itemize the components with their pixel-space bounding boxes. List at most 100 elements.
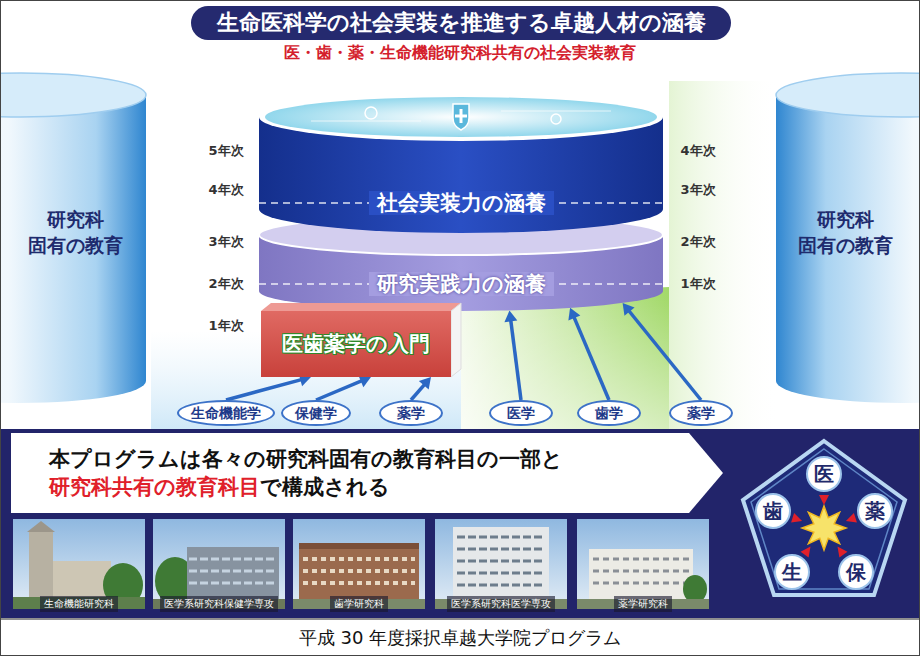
- program-text: 本プログラムは各々の研究科固有の教育科目の一部と: [49, 447, 563, 471]
- node-label-area: 薬学: [671, 402, 731, 424]
- navy-band: [1, 429, 920, 618]
- node-text: 保健学: [295, 405, 337, 421]
- cylinder-body: [776, 95, 920, 403]
- flow-arrow: [623, 303, 701, 400]
- label-box: 医学系研究科医学専攻: [435, 592, 567, 612]
- node-text: 生: [782, 560, 802, 584]
- photo-caption: 医学系研究科医学専攻: [447, 596, 555, 612]
- node-text: 歯: [763, 499, 783, 523]
- field-oval: 薬学: [669, 400, 733, 426]
- arrow-shape: [11, 433, 723, 513]
- node-label-area: 歯学: [579, 402, 639, 424]
- school-circle: 薬: [857, 493, 893, 529]
- text-line: 医: [814, 464, 834, 485]
- convergence-arrows: [791, 495, 857, 558]
- block-top: [261, 303, 461, 311]
- text-line: 保健学: [295, 403, 337, 423]
- text-line: 社会実装力の涵養: [259, 189, 663, 217]
- arrow-shaft: [316, 380, 363, 400]
- text-line: 医歯薬学の入門: [261, 330, 451, 358]
- tech-icon: [365, 107, 377, 119]
- node-label-area: 研究科 固有の教育: [1, 207, 151, 258]
- label-box: 3年次: [201, 231, 251, 251]
- node-label-area: 医歯薬学の入門: [261, 330, 451, 358]
- text-line: 生命機能学: [191, 403, 261, 423]
- tech-icon: [551, 114, 561, 124]
- disk-top-image: [265, 97, 657, 137]
- center-star: [802, 506, 846, 550]
- text-line: 研究科 固有の教育: [771, 207, 920, 258]
- label-box: 3年次: [673, 179, 723, 199]
- blue-tint: [151, 331, 463, 429]
- label-box: 薬学研究科: [577, 592, 709, 612]
- label-box: 医・歯・薬・生命機能研究科共有の社会実装教育: [1, 43, 919, 64]
- arrow-head: [419, 377, 431, 390]
- caption-box: 平成 30 年度採択卓越大学院プログラム: [1, 622, 919, 654]
- diagram-title: 生命医科学の社会実装を推進する卓越人材の涵養: [217, 10, 706, 35]
- flow-arrow: [411, 377, 431, 400]
- node-label-area: 生命機能学: [179, 402, 273, 424]
- arrow-head: [504, 310, 517, 322]
- tech-line: [311, 121, 421, 122]
- node-text: 社会実装力の涵養: [369, 191, 554, 215]
- node-label-area: 保健学: [283, 402, 349, 424]
- node-label-area: 医学: [491, 402, 551, 424]
- text-line: 歯: [763, 501, 783, 522]
- intro-block: 医歯薬学の入門: [261, 303, 461, 377]
- text-line: 研究科 固有の教育: [1, 207, 151, 258]
- pentagon-inner-rim: [751, 449, 897, 589]
- node-text: 医: [814, 462, 834, 486]
- text-line: 研究実践力の涵養: [259, 270, 663, 298]
- shield-icon: [453, 104, 469, 130]
- node-text: 保: [846, 560, 866, 584]
- title-banner: 生命医科学の社会実装を推進する卓越人材の涵養: [191, 6, 731, 40]
- school-circle: 保: [838, 554, 874, 590]
- subtitle: 医・歯・薬・生命機能研究科共有の社会実装教育: [284, 43, 636, 62]
- field-oval: 保健学: [281, 400, 351, 426]
- node-text: 研究科 固有の教育: [23, 207, 129, 258]
- node-label-area: 社会実装力の涵養: [259, 189, 663, 217]
- node-label-area: 研究実践力の涵養: [259, 270, 663, 298]
- label-box: 歯学研究科: [293, 592, 425, 612]
- side-tint: [669, 81, 779, 429]
- photo-caption: 薬学研究科: [614, 596, 672, 612]
- arrow-head: [568, 308, 580, 321]
- photo-caption: 医学系研究科保健学専攻: [160, 596, 278, 612]
- green-fade: [461, 297, 669, 429]
- arrow-shaft: [574, 316, 609, 400]
- text-line: 生: [782, 562, 802, 583]
- year-label: 2年次: [680, 234, 715, 249]
- text-line: 薬学: [687, 403, 715, 423]
- flow-arrow: [226, 374, 311, 400]
- flow-arrow: [568, 308, 609, 400]
- label-box: 4年次: [201, 179, 251, 199]
- text-line: 医学: [507, 403, 535, 423]
- node-text: 生命機能学: [191, 405, 261, 421]
- school-circle: 医: [806, 456, 842, 492]
- arrow-head: [623, 303, 635, 316]
- field-oval: 歯学: [577, 400, 641, 426]
- course-cylinder: 研究科 固有の教育: [771, 73, 920, 403]
- node-text: 研究実践力の涵養: [369, 272, 554, 296]
- program-text: 研究科共有の教育科目: [49, 475, 260, 499]
- node-text: 薬学: [687, 405, 715, 421]
- label-box: 4年次: [673, 140, 723, 160]
- label-box: 医学系研究科保健学専攻: [153, 592, 285, 612]
- text-line: 研究科共有の教育科目で構成される: [49, 473, 563, 501]
- diagram-caption: 平成 30 年度採択卓越大学院プログラム: [299, 627, 621, 648]
- block-side: [451, 303, 461, 377]
- field-oval: 医学: [489, 400, 553, 426]
- node-label-area: 歯: [757, 495, 789, 527]
- year-label: 3年次: [680, 182, 715, 197]
- school-circle: 生: [774, 554, 810, 590]
- node-text: 研究科 固有の教育: [793, 207, 899, 258]
- node-label-area: 生: [776, 556, 808, 588]
- flow-arrow: [316, 375, 371, 400]
- program-arrow: 本プログラムは各々の研究科固有の教育科目の一部と研究科共有の教育科目で構成される: [11, 433, 723, 513]
- cross-icon: [455, 115, 467, 118]
- text-line: 薬学: [397, 403, 425, 423]
- flow-arrow: [504, 310, 521, 400]
- year-label: 2年次: [208, 276, 243, 291]
- node-text: 医歯薬学の入門: [282, 332, 430, 356]
